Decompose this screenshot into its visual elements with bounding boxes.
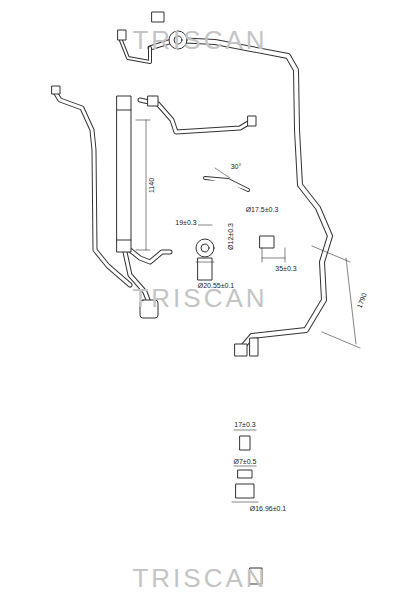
dimension-label: 1140 bbox=[149, 176, 156, 193]
dimension-label: Ø12±0.3 bbox=[227, 222, 234, 251]
dimension-label: Ø20.55±0.1 bbox=[197, 282, 236, 289]
dimension-lines bbox=[136, 120, 360, 502]
watermark: TRISCAN bbox=[132, 285, 267, 311]
dimension-label: Ø7±0.5 bbox=[233, 458, 258, 465]
dimension-label: Ø16.96±0.1 bbox=[249, 505, 288, 512]
dimension-label: 17±0.3 bbox=[233, 421, 256, 428]
dimension-label: Ø17.5±0.3 bbox=[245, 206, 280, 213]
watermark: TRISCAN bbox=[132, 565, 267, 591]
left-pipes bbox=[55, 38, 250, 300]
dimension-label: 1790 bbox=[355, 291, 368, 310]
watermark: TRISCAN bbox=[132, 27, 267, 53]
dimension-label: 19±0.3 bbox=[174, 219, 197, 226]
detail-views bbox=[196, 168, 285, 584]
dimension-label: 35±0.3 bbox=[274, 265, 297, 272]
angle-label: 30° bbox=[230, 163, 243, 170]
